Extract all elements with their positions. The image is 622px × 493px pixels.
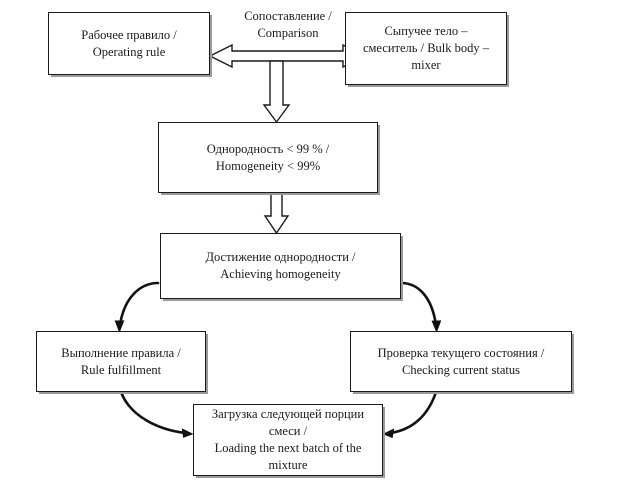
node-homogeneity-check-label: Однородность < 99 % / Homogeneity < 99% <box>206 141 330 173</box>
comparison-caption: Сопоставление / Comparison <box>244 9 332 40</box>
homogeneity-to-achieving-arrow <box>263 192 290 235</box>
node-operating-rule[interactable]: Рабочее правило / Operating rule <box>48 12 210 75</box>
rule-fulfillment-to-loading-arrow <box>119 390 194 438</box>
node-rule-fulfillment-label: Выполнение правила / Rule fulfillment <box>61 345 181 377</box>
node-achieving-homogeneity-label: Достижение однородности / Achieving homo… <box>205 250 356 281</box>
node-loading-next-batch-label: Загрузка следующей порции смеси / Loadin… <box>211 407 365 472</box>
comparison-double-arrow <box>208 43 367 69</box>
node-operating-rule-label: Рабочее правило / Operating rule <box>81 27 177 59</box>
node-bulk-body-mixer-label: Сыпучее тело – смеситель / Bulk body – m… <box>362 24 490 72</box>
node-checking-current-status-label: Проверка текущего состояния / Checking c… <box>377 345 545 377</box>
comparison-to-homogeneity-arrow <box>262 60 291 124</box>
achieving-to-checking-status-arrow <box>399 281 442 333</box>
node-loading-next-batch[interactable]: Загрузка следующей порции смеси / Loadin… <box>193 404 383 476</box>
node-bulk-body-mixer[interactable]: Сыпучее тело – смеситель / Bulk body – m… <box>345 12 507 85</box>
checking-status-to-loading-arrow <box>382 390 438 439</box>
node-achieving-homogeneity[interactable]: Достижение однородности / Achieving homo… <box>160 233 401 299</box>
node-checking-current-status[interactable]: Проверка текущего состояния / Checking c… <box>350 331 572 392</box>
node-rule-fulfillment[interactable]: Выполнение правила / Rule fulfillment <box>36 331 206 392</box>
node-homogeneity-check[interactable]: Однородность < 99 % / Homogeneity < 99% <box>158 122 378 193</box>
achieving-to-rule-fulfillment-arrow <box>114 281 160 333</box>
